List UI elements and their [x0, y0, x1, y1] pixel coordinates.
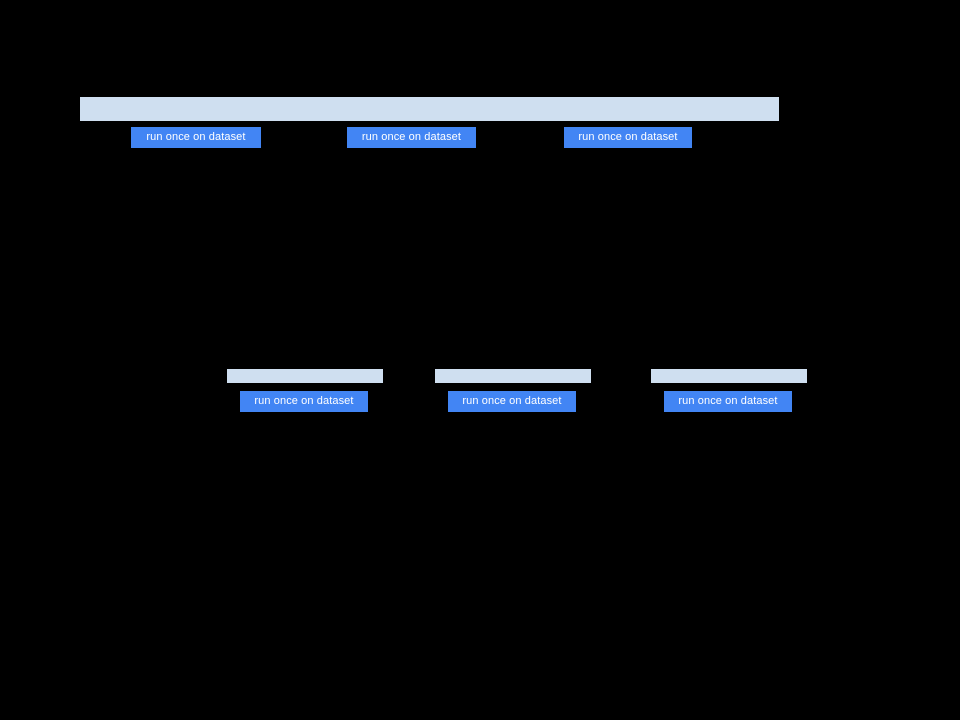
card-title-placeholder-1 — [227, 369, 383, 383]
top-banner-placeholder — [80, 97, 779, 121]
run-once-on-dataset-button-3[interactable]: run once on dataset — [564, 127, 692, 148]
card-run-once-on-dataset-button-3[interactable]: run once on dataset — [664, 391, 792, 412]
run-once-on-dataset-button-2[interactable]: run once on dataset — [347, 127, 476, 148]
card-title-placeholder-2 — [435, 369, 591, 383]
card-title-placeholder-3 — [651, 369, 807, 383]
card-run-once-on-dataset-button-2[interactable]: run once on dataset — [448, 391, 576, 412]
card-run-once-on-dataset-button-1[interactable]: run once on dataset — [240, 391, 368, 412]
run-once-on-dataset-button-1[interactable]: run once on dataset — [131, 127, 261, 148]
